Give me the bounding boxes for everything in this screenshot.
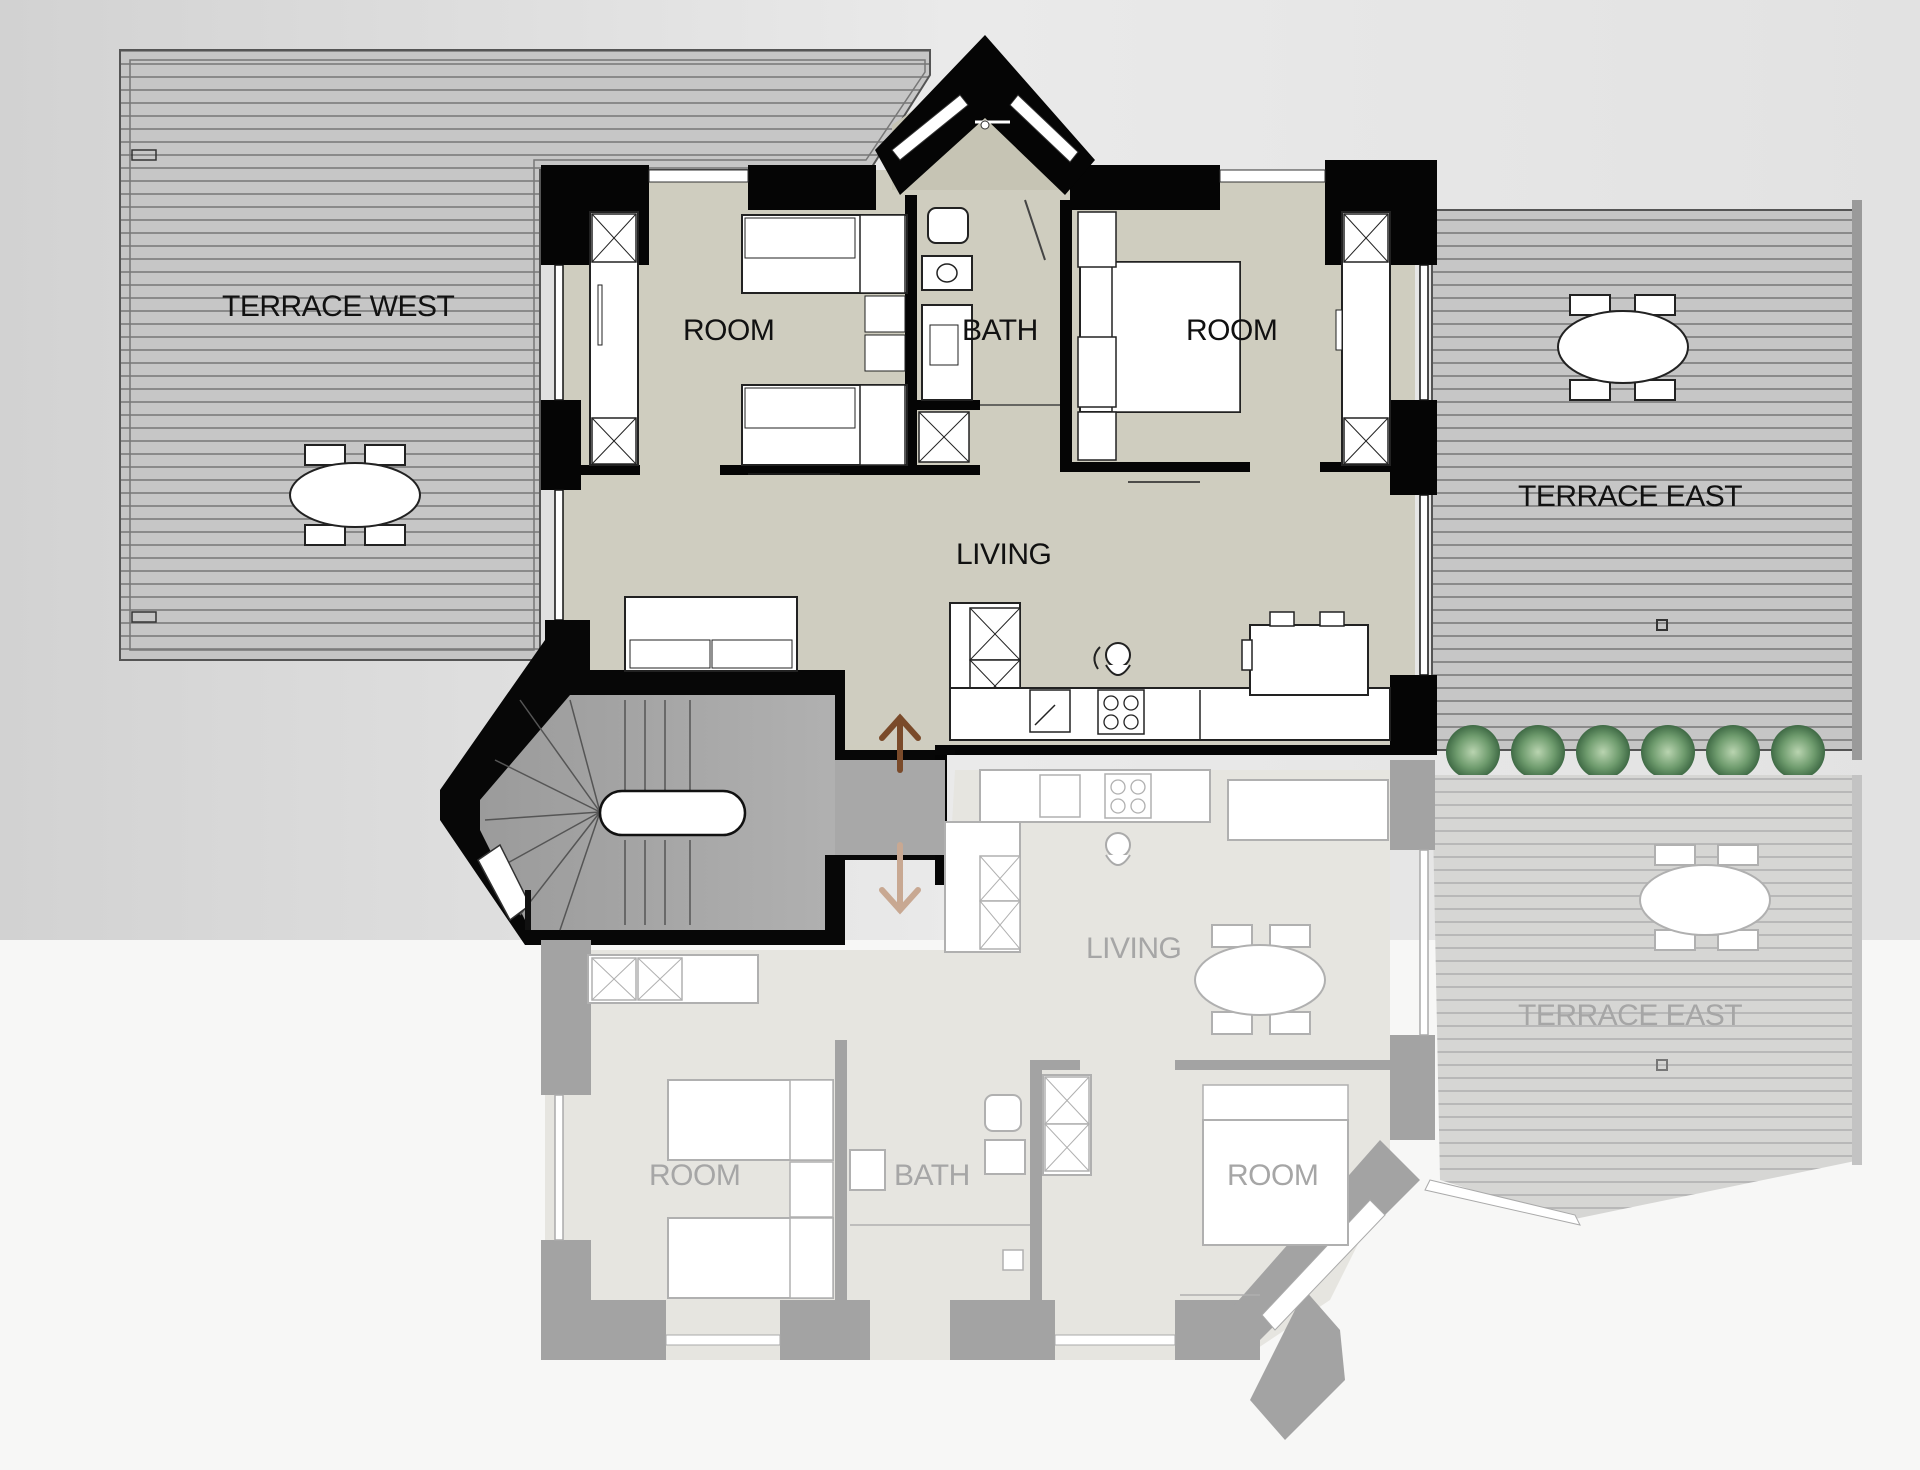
staircase: [484, 699, 691, 931]
dining-table: [1249, 624, 1369, 696]
terrace-table: [289, 444, 421, 546]
upper-floor: [119, 35, 1862, 945]
person-icon: [1105, 832, 1131, 866]
dining-table: [1194, 924, 1326, 1035]
kitchen-counter: [944, 769, 1211, 953]
terrace-table: [1639, 844, 1771, 951]
label-room-upper-left: ROOM: [683, 314, 774, 347]
shrub-icon: [1446, 725, 1825, 779]
toilet: [927, 207, 969, 244]
label-living-upper: LIVING: [956, 538, 1051, 571]
terrace-east-lower-deck: [1432, 775, 1860, 1220]
double-bed: [1202, 1119, 1349, 1246]
label-terrace-east-lower: TERRACE EAST: [1518, 999, 1742, 1032]
label-bath-lower: BATH: [894, 1159, 970, 1192]
label-room-upper-right: ROOM: [1186, 314, 1277, 347]
label-room-lower-left: ROOM: [649, 1159, 740, 1192]
kitchen-counter: [949, 602, 1391, 741]
toilet: [984, 1094, 1022, 1132]
label-terrace-east-upper: TERRACE EAST: [1518, 480, 1742, 513]
arrow-up-icon: [879, 713, 921, 773]
person-icon: [1093, 642, 1131, 676]
lower-interior-floor: [545, 770, 1390, 1360]
lower-floor: [541, 760, 1862, 1440]
terrace-table: [1557, 294, 1689, 401]
label-bath-upper: BATH: [962, 314, 1038, 347]
stair-handrail: [598, 789, 747, 837]
sink: [849, 1149, 886, 1191]
label-room-lower-right: ROOM: [1227, 1159, 1318, 1192]
label-living-lower: LIVING: [1086, 932, 1181, 965]
arrow-down-icon: [879, 842, 921, 915]
sofa: [1227, 779, 1389, 841]
label-terrace-west: TERRACE WEST: [222, 290, 455, 323]
